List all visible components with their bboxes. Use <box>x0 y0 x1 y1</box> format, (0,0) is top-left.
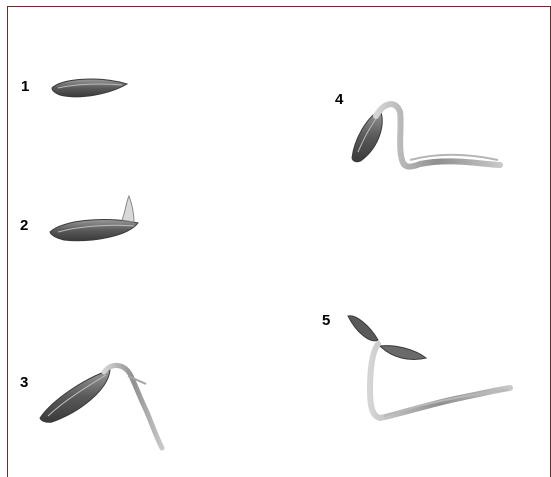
seedling-hook-icon <box>352 104 500 167</box>
seed-icon <box>52 79 127 97</box>
germinating-seed-icon <box>50 196 138 241</box>
seedling-root-icon <box>40 365 162 448</box>
seedling-cotyledons-icon <box>348 316 510 418</box>
